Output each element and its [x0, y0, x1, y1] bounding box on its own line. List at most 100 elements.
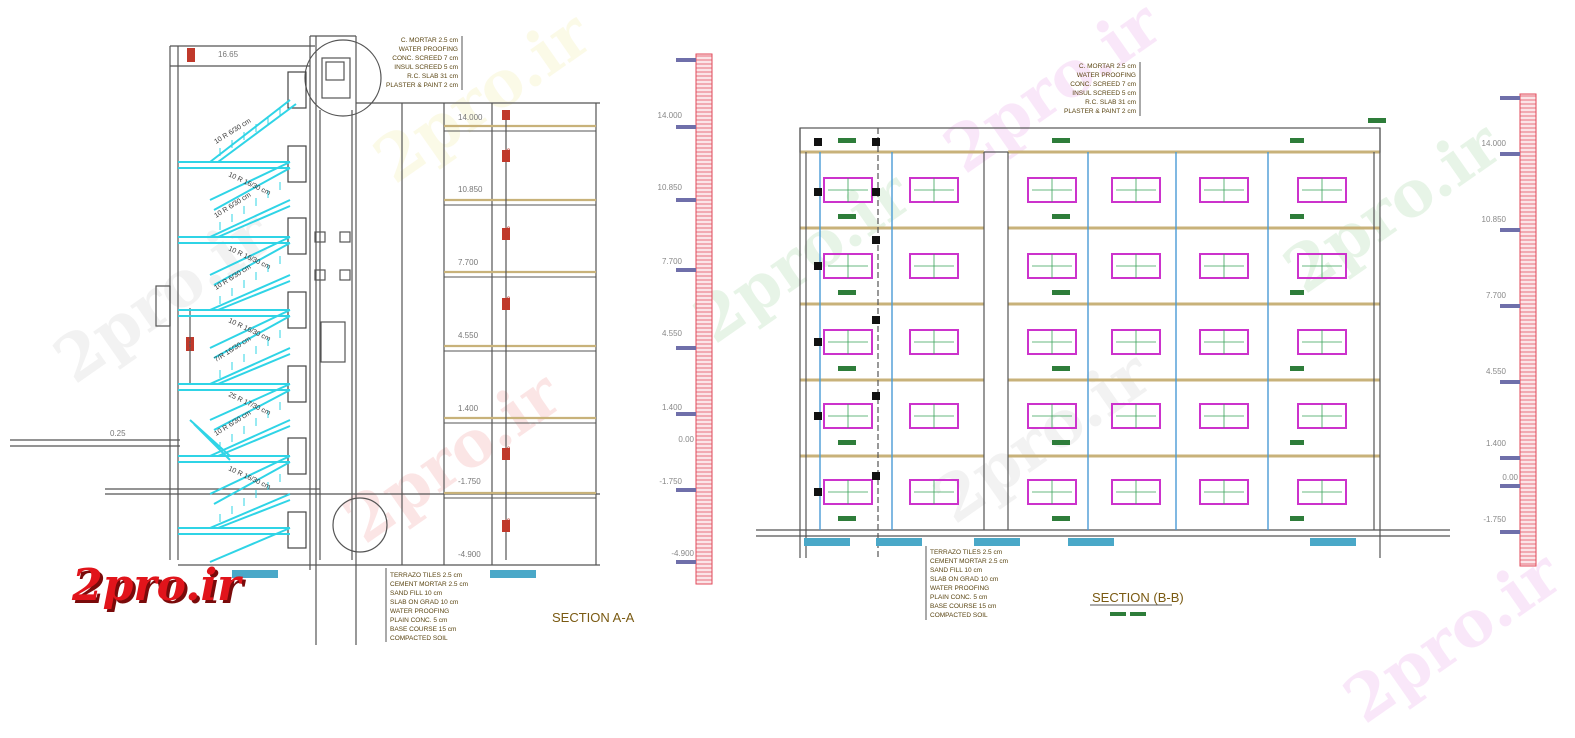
dimension-labels: 3.15 3.15 3.15 3.15 3.15 3.15 [190, 148, 512, 530]
section-b-level-tags [838, 118, 1386, 521]
roof-note: R.C. SLAB 31 cm [407, 73, 458, 80]
level-label: -4.900 [458, 550, 481, 559]
window-mullion [914, 404, 954, 428]
window-mullion [1204, 404, 1244, 428]
section-b-markers [814, 138, 880, 496]
roof-note: INSUL SCREED 5 cm [1072, 90, 1136, 97]
scale-level: 7.700 [1486, 291, 1507, 300]
foundation-hatch [232, 570, 536, 578]
window-mullion [914, 178, 954, 202]
floor-note: CEMENT MORTAR 2.5 cm [390, 581, 468, 588]
stair-label: 10 R 16/30 cm [227, 465, 271, 491]
roof-note: WATER PROOFING [399, 46, 458, 53]
section-a-labels: 16.65 0.25 14.000 10.850 7.700 4.550 1.4… [110, 50, 483, 559]
window-mullion [1116, 254, 1156, 278]
section-a-drawing [10, 35, 600, 645]
scale-level: 14.000 [1482, 139, 1507, 148]
section-b-title-underline [1090, 604, 1172, 616]
floor-note: SLAB ON GRAD 10 cm [930, 576, 998, 583]
floor-note: SAND FILL 10 cm [930, 567, 982, 574]
windows [823, 177, 1347, 505]
section-b-drawing [756, 127, 1450, 558]
scale-level: 1.400 [662, 403, 683, 412]
stair-label: 7/R 16/30 cm [213, 336, 252, 364]
window-mullion [914, 480, 954, 504]
window-mullion [1204, 330, 1244, 354]
section-b-title: SECTION (B-B) [1092, 590, 1184, 605]
window-mullion [1032, 254, 1072, 278]
scale-level: 4.550 [1486, 367, 1507, 376]
roof-note: C. MORTAR 2.5 cm [401, 37, 458, 44]
top-dimension: 16.65 [218, 50, 239, 59]
scale-level: -4.900 [671, 549, 694, 558]
window-mullion [828, 480, 868, 504]
floor-note: PLAIN CONC. 5 cm [390, 617, 447, 624]
floor-note: WATER PROOFING [390, 608, 449, 615]
floor-notes-b: TERRAZO TILES 2.5 cm CEMENT MORTAR 2.5 c… [925, 546, 1008, 620]
window-mullion [828, 404, 868, 428]
level-label: 1.400 [458, 404, 479, 413]
roof-note: WATER PROOFING [1077, 72, 1136, 79]
staircase [178, 99, 297, 563]
floor-note: SAND FILL 10 cm [390, 590, 442, 597]
dim-label: 3.15 [506, 226, 512, 238]
section-a-title: SECTION A-A [552, 610, 635, 625]
floor-note: WATER PROOFING [930, 585, 989, 592]
floor-note: BASE COURSE 15 cm [390, 626, 456, 633]
dim-label: 3.15 [506, 296, 512, 308]
level-label: 10.850 [458, 185, 483, 194]
level-label: 7.700 [458, 258, 479, 267]
dim-label: 3.15 [190, 338, 196, 350]
dim-label: 3.15 [506, 518, 512, 530]
window-mullion [1302, 480, 1342, 504]
scale-level: -1.750 [659, 477, 682, 486]
window-mullion [828, 330, 868, 354]
roof-note: R.C. SLAB 31 cm [1085, 99, 1136, 106]
scale-level: 7.700 [662, 257, 683, 266]
roof-note: CONC. SCREED 7 cm [392, 55, 458, 62]
roof-notes-a: C. MORTAR 2.5 cm WATER PROOFING CONC. SC… [386, 36, 463, 90]
roof-notes-b: C. MORTAR 2.5 cm WATER PROOFING CONC. SC… [1064, 62, 1141, 116]
level-label: -1.750 [458, 477, 481, 486]
window-mullion [828, 254, 868, 278]
scale-level: 1.400 [1486, 439, 1507, 448]
roof-note: PLASTER & PAINT 2 cm [1064, 108, 1136, 115]
floor-note: CEMENT MORTAR 2.5 cm [930, 558, 1008, 565]
level-label: 14.000 [458, 113, 483, 122]
foundation-hatch [804, 538, 1356, 546]
roof-note: CONC. SCREED 7 cm [1070, 81, 1136, 88]
window-mullion [1204, 254, 1244, 278]
floor-note: SLAB ON GRAD 10 cm [390, 599, 458, 606]
window-mullion [1302, 330, 1342, 354]
roof-note: PLASTER & PAINT 2 cm [386, 82, 458, 89]
scale-level: 14.000 [658, 111, 683, 120]
floor-note: PLAIN CONC. 5 cm [930, 594, 987, 601]
window-mullion [1032, 404, 1072, 428]
scale-level: 0.00 [1502, 473, 1518, 482]
window-mullion [914, 254, 954, 278]
window-mullion [1204, 178, 1244, 202]
cad-drawing: 10 R 6/30 cm 10 R 16/30 cm 10 R 6/30 cm … [10, 35, 1537, 645]
roof-note: C. MORTAR 2.5 cm [1079, 63, 1136, 70]
scale-level: -1.750 [1483, 515, 1506, 524]
level-scale-a: 14.000 10.850 7.700 4.550 1.400 0.00 -1.… [658, 53, 713, 585]
logo: 2pro.ir [72, 560, 241, 611]
ground-level-label: 0.25 [110, 429, 126, 438]
dim-label: 3.15 [506, 148, 512, 160]
window-mullion [1116, 480, 1156, 504]
scale-level: 10.850 [1482, 215, 1507, 224]
floor-notes-a: TERRAZO TILES 2.5 cm CEMENT MORTAR 2.5 c… [385, 568, 468, 642]
scale-level: 4.550 [662, 329, 683, 338]
stair-label: 10 R 6/30 cm [213, 410, 252, 438]
window-mullion [1032, 480, 1072, 504]
floor-note: COMPACTED SOIL [390, 635, 448, 642]
window-mullion [1302, 178, 1342, 202]
dim-label: 3.15 [506, 446, 512, 458]
window-mullion [1032, 330, 1072, 354]
window-mullion [1302, 254, 1342, 278]
window-mullion [1302, 404, 1342, 428]
level-label: 4.550 [458, 331, 479, 340]
window-mullion [1116, 178, 1156, 202]
window-mullion [914, 330, 954, 354]
floor-note: TERRAZO TILES 2.5 cm [930, 549, 1002, 556]
